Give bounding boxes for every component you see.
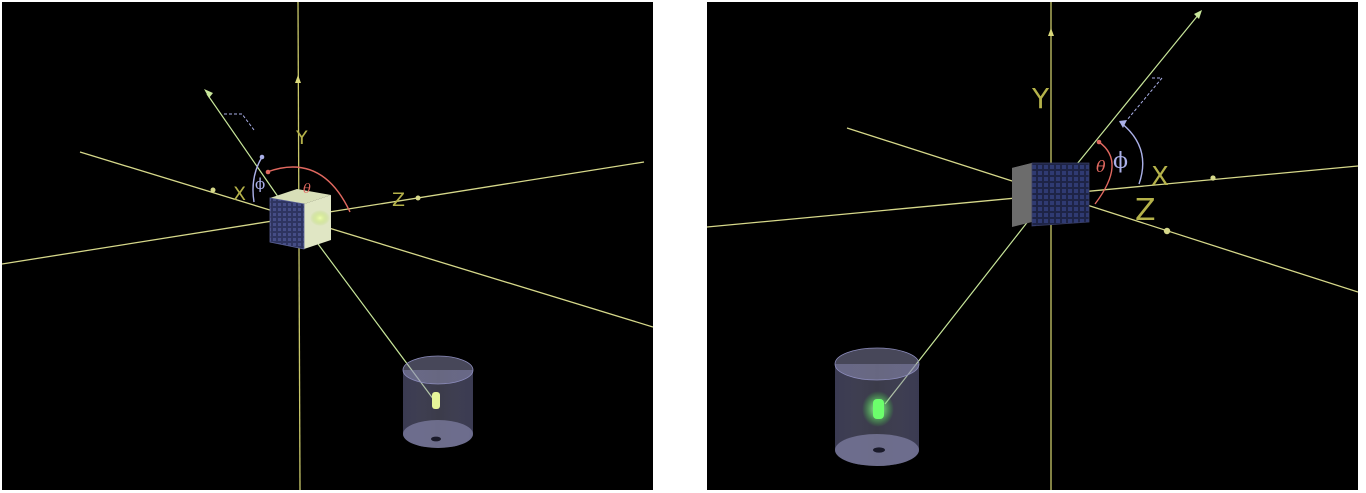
source-ray	[297, 216, 435, 401]
projection-guide	[224, 113, 255, 131]
theta-arc	[266, 166, 351, 213]
x-axis-marker	[210, 187, 216, 193]
right-view-panel: Y X Z θ ϕ	[707, 2, 1358, 490]
projection-guide	[1126, 77, 1164, 121]
direction-vector	[1076, 13, 1200, 165]
phi-arc	[252, 156, 263, 203]
x-axis-label: X	[233, 183, 246, 205]
theta-label: θ	[303, 182, 311, 197]
phi-arc	[1119, 121, 1144, 185]
phi-arc-handle	[259, 154, 265, 160]
x-axis-line	[79, 151, 653, 328]
direction-vector-arrow	[1194, 10, 1202, 19]
phi-label: ϕ	[1113, 149, 1128, 174]
y-axis-arrow	[295, 75, 301, 83]
detector-box	[1012, 162, 1090, 227]
x-axis-label: X	[1151, 162, 1169, 192]
radiation-source	[873, 399, 884, 419]
z-axis-marker	[1163, 227, 1171, 235]
y-axis-label: Y	[1031, 82, 1050, 115]
theta-arc-handle	[265, 169, 271, 175]
z-axis-label: Z	[1135, 193, 1156, 228]
theta-arc-handle	[1096, 139, 1102, 145]
direction-vector-arrow	[204, 89, 213, 98]
source-cylinder	[402, 355, 474, 448]
y-axis-arrow	[1048, 28, 1054, 36]
detector-cube	[269, 189, 331, 250]
z-axis-marker	[415, 195, 421, 201]
z-axis-label: Z	[392, 189, 405, 211]
phi-label: ϕ	[255, 175, 265, 193]
theta-arc	[1094, 141, 1113, 205]
radiation-source	[432, 392, 440, 409]
z-axis-line	[846, 127, 1358, 293]
y-axis-label: Y	[295, 127, 308, 149]
left-view-panel: Y X Z θ ϕ	[2, 2, 653, 490]
x-axis-marker	[1210, 175, 1216, 181]
source-cylinder	[834, 347, 920, 466]
right-scene: Y X Z θ ϕ	[707, 2, 1358, 490]
left-scene: Y X Z θ ϕ	[2, 2, 653, 490]
phi-arc-arrow	[1119, 120, 1127, 128]
theta-label: θ	[1096, 157, 1106, 176]
